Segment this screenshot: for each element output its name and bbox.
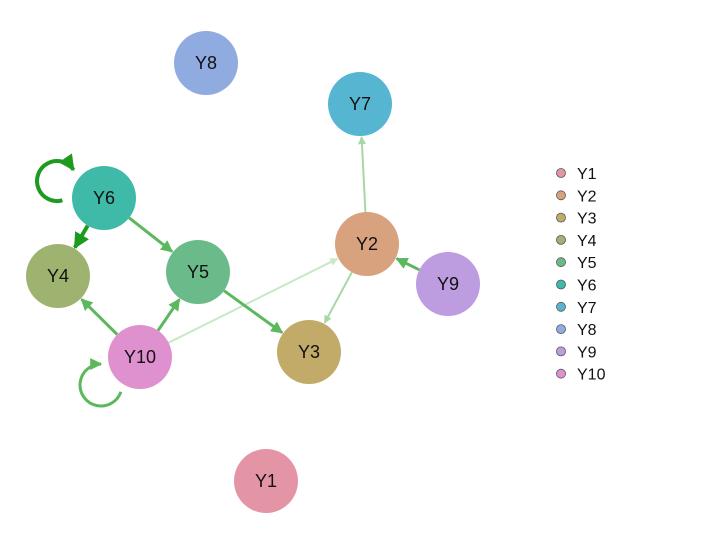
- node-y8[interactable]: Y8: [174, 31, 238, 95]
- legend-swatch: [556, 168, 566, 178]
- node-y9[interactable]: Y9: [416, 252, 480, 316]
- node-label: Y6: [93, 188, 115, 208]
- node-label: Y8: [195, 53, 217, 73]
- node-label: Y1: [255, 471, 277, 491]
- legend-item-y2: Y2: [556, 188, 597, 205]
- node-circle: [328, 72, 392, 136]
- legend-item-y10: Y10: [556, 367, 606, 384]
- node-y6[interactable]: Y6: [72, 166, 136, 230]
- legend-swatch: [556, 324, 566, 335]
- edge-y10-to-y2: [168, 257, 339, 344]
- legend-item-y7: Y7: [556, 300, 597, 317]
- edge-y6-to-y4: [73, 224, 90, 249]
- legend-label: Y10: [577, 367, 606, 384]
- legend-label: Y1: [577, 166, 597, 183]
- node-circle: [174, 31, 238, 95]
- node-y7[interactable]: Y7: [328, 72, 392, 136]
- node-circle: [234, 449, 298, 513]
- edge-y10-to-y5: [156, 298, 181, 332]
- node-y5[interactable]: Y5: [166, 240, 230, 304]
- node-label: Y7: [349, 94, 371, 114]
- legend-swatch: [556, 301, 566, 312]
- legend-label: Y7: [577, 300, 597, 317]
- legend-item-y6: Y6: [556, 278, 597, 295]
- legend-swatch: [556, 190, 566, 201]
- legend-item-y4: Y4: [556, 233, 597, 250]
- node-label: Y2: [356, 234, 378, 254]
- node-circle: [72, 166, 136, 230]
- edge-y2-to-y7: [357, 136, 367, 213]
- node-label: Y10: [124, 347, 156, 367]
- edge-y9-to-y2: [395, 257, 420, 272]
- edge-y5-to-y3: [223, 289, 284, 334]
- legend-label: Y5: [577, 255, 597, 272]
- legend-item-y8: Y8: [556, 322, 597, 339]
- node-y4[interactable]: Y4: [26, 244, 90, 308]
- legend-swatch: [556, 212, 566, 223]
- node-label: Y4: [47, 266, 69, 286]
- node-circle: [108, 325, 172, 389]
- legend-label: Y6: [577, 278, 597, 295]
- node-circle: [26, 244, 90, 308]
- edge-y10-self-loop: [78, 358, 123, 408]
- node-y10[interactable]: Y10: [108, 325, 172, 389]
- legend-swatch: [556, 279, 566, 290]
- edge-y6-self-loop: [35, 153, 76, 203]
- node-circle: [335, 212, 399, 276]
- legend-label: Y2: [577, 188, 597, 205]
- node-y3[interactable]: Y3: [277, 320, 341, 384]
- legend-swatch: [556, 368, 566, 379]
- legend-item-y3: Y3: [556, 211, 597, 228]
- node-circle: [416, 252, 480, 316]
- node-y2[interactable]: Y2: [335, 212, 399, 276]
- edge-y2-to-y3: [323, 271, 353, 324]
- legend-swatch: [556, 257, 566, 268]
- edge-layer: [35, 136, 420, 408]
- node-circle: [166, 240, 230, 304]
- legend-swatch: [556, 234, 566, 245]
- legend-label: Y9: [577, 344, 597, 361]
- legend-label: Y4: [577, 233, 597, 250]
- node-label: Y3: [298, 342, 320, 362]
- node-label: Y5: [187, 262, 209, 282]
- edge-y6-to-y5: [128, 216, 174, 253]
- node-y1[interactable]: Y1: [234, 449, 298, 513]
- legend-label: Y3: [577, 211, 597, 228]
- legend-swatch: [556, 346, 566, 357]
- legend-item-y9: Y9: [556, 344, 597, 361]
- edge-y10-to-y4: [80, 298, 119, 336]
- legend-label: Y8: [577, 322, 597, 339]
- node-label: Y9: [437, 274, 459, 294]
- legend-item-y5: Y5: [556, 255, 597, 272]
- node-circle: [277, 320, 341, 384]
- legend-item-y1: Y1: [556, 166, 597, 183]
